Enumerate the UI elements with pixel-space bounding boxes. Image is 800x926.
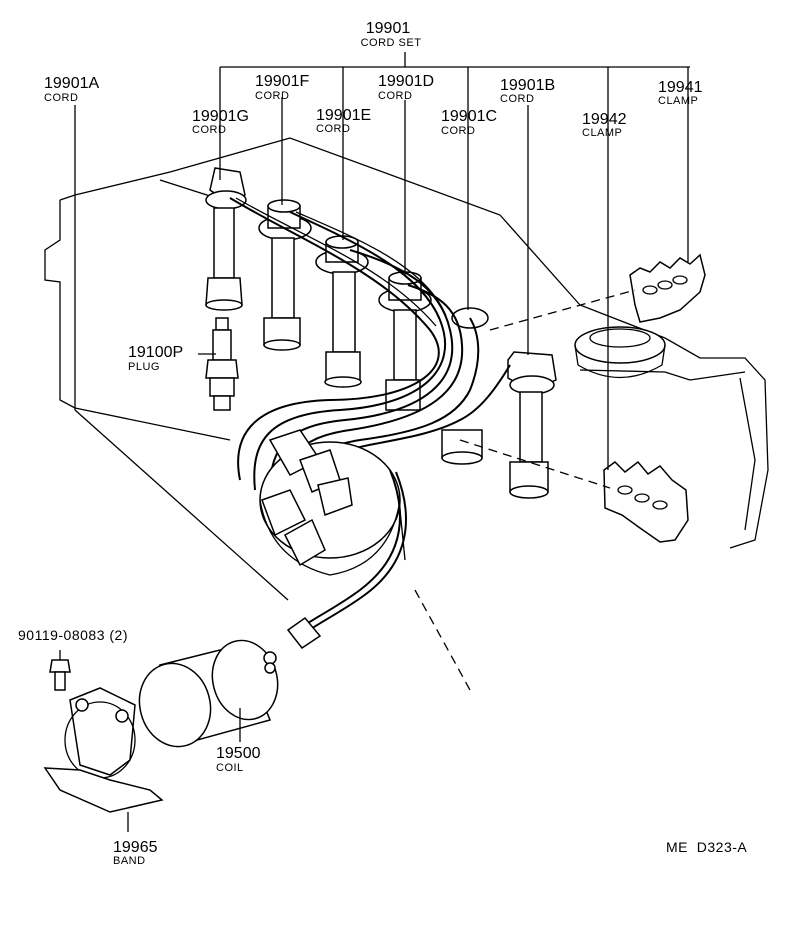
label-cord-a-name: CORD (44, 92, 78, 104)
label-band-name: BAND (113, 855, 146, 867)
coil-cord (286, 469, 407, 650)
label-band-number: 19965 (113, 839, 158, 856)
label-cord-f-number: 19901F (255, 73, 309, 90)
plug-cap-3 (315, 235, 369, 388)
label-coil-number: 19500 (216, 745, 261, 762)
oil-filler-cap (574, 326, 666, 379)
label-clamp-19941: 19941 CLAMP (658, 79, 703, 107)
ignition-coil (138, 639, 279, 748)
label-cord-b-name: CORD (500, 93, 534, 105)
label-cord-g-number: 19901G (192, 108, 249, 125)
plug-cap-6 (507, 351, 557, 499)
label-cord-c: 19901C CORD (441, 108, 497, 137)
label-cord-e: 19901E CORD (316, 107, 371, 135)
label-clamp-19941-number: 19941 (658, 79, 703, 96)
label-bolt-number: 90119-08083 (2) (18, 627, 128, 643)
leader-lines (59, 52, 690, 832)
label-clamp-19942-number: 19942 (582, 111, 627, 128)
distributor-cap (259, 429, 401, 576)
label-coil: 19500 COIL (216, 745, 261, 774)
assembly-dashed-lines (414, 289, 636, 691)
label-bolt: 90119-08083 (2) (18, 627, 128, 643)
label-cord-d-name: CORD (378, 90, 412, 102)
label-cord-c-number: 19901C (441, 108, 497, 125)
label-clamp-19942: 19942 CLAMP (582, 111, 627, 139)
label-cord-g: 19901G CORD (192, 108, 249, 136)
label-cord-a: 19901A CORD (44, 75, 99, 104)
label-cord-set-number: 19901 (366, 20, 411, 37)
label-plug-name: PLUG (128, 361, 160, 373)
label-cord-b-number: 19901B (500, 77, 555, 94)
label-cord-d: 19901D CORD (378, 73, 434, 102)
clamp-19941-shape (629, 253, 706, 323)
label-cord-c-name: CORD (441, 125, 475, 137)
label-clamp-19941-name: CLAMP (658, 95, 698, 107)
coil-band (43, 687, 164, 813)
plug-cap-4 (378, 271, 432, 411)
label-cord-e-name: CORD (316, 123, 350, 135)
plug-cap-2 (258, 199, 312, 351)
label-plug: 19100P PLUG (128, 344, 183, 373)
label-cord-g-name: CORD (192, 124, 226, 136)
label-cord-f: 19901F CORD (255, 73, 309, 102)
label-cord-e-number: 19901E (316, 107, 371, 124)
drawing-reference: ME D323-A (666, 839, 747, 855)
label-cord-b: 19901B CORD (500, 77, 555, 105)
clamp-19942-shape (603, 460, 689, 543)
label-clamp-19942-name: CLAMP (582, 127, 622, 139)
label-cord-a-number: 19901A (44, 75, 99, 92)
label-cord-d-number: 19901D (378, 73, 434, 90)
bolt (49, 659, 71, 691)
label-coil-name: COIL (216, 762, 244, 774)
label-plug-number: 19100P (128, 344, 183, 361)
plug-cap-1 (205, 167, 247, 311)
plug-cap-5 (441, 307, 489, 465)
label-cord-set: 19901 CORD SET (361, 20, 422, 49)
label-band: 19965 BAND (113, 839, 158, 867)
engine-head-outline (44, 137, 769, 561)
spark-plug (205, 317, 239, 411)
label-cord-set-name: CORD SET (361, 37, 422, 49)
label-cord-f-name: CORD (255, 90, 289, 102)
